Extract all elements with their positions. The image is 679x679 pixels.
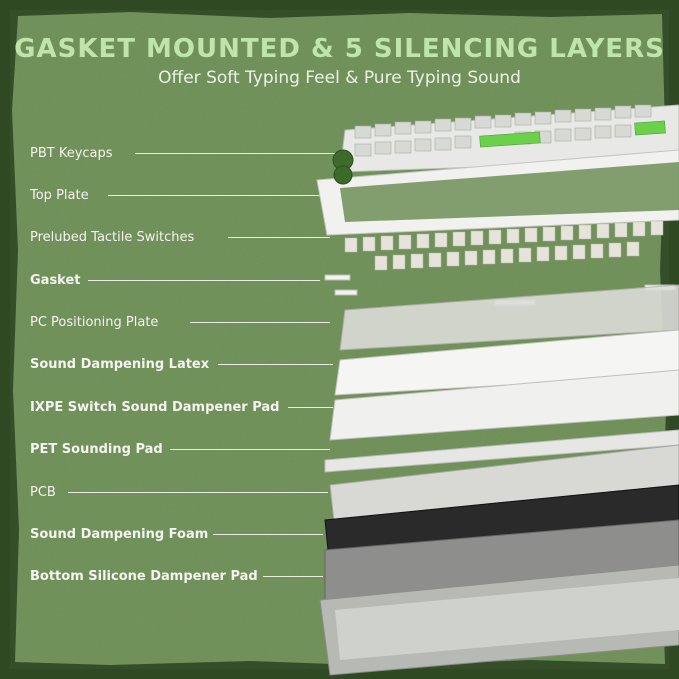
label-pcb: PCB	[30, 485, 56, 500]
label-top-plate: Top Plate	[30, 188, 89, 203]
page-title: GASKET MOUNTED & 5 SILENCING LAYERS	[14, 34, 665, 64]
label-gasket: Gasket	[30, 273, 81, 288]
leader-line	[170, 449, 330, 450]
ixpe-pad-layer	[329, 369, 679, 441]
top-plate-layer	[316, 149, 679, 236]
label-prelubed-switches: Prelubed Tactile Switches	[30, 230, 195, 245]
leader-line	[288, 407, 333, 408]
label-sound-dampening-latex: Sound Dampening Latex	[30, 357, 210, 372]
page-subtitle: Offer Soft Typing Feel & Pure Typing Sou…	[158, 68, 521, 88]
label-bottom-silicone-pad: Bottom Silicone Dampener Pad	[30, 569, 258, 584]
leader-line	[218, 364, 333, 365]
label-sound-dampening-foam: Sound Dampening Foam	[30, 527, 209, 542]
pet-pad-layer	[324, 429, 679, 473]
pcb-layer	[329, 444, 679, 531]
leader-line	[88, 280, 320, 281]
leader-line	[190, 322, 330, 323]
label-pc-positioning-plate: PC Positioning Plate	[30, 315, 159, 330]
label-pbt-keycaps: PBT Keycaps	[30, 146, 113, 161]
pc-plate-layer	[339, 284, 679, 351]
leader-line	[228, 237, 330, 238]
label-ixpe-pad: IXPE Switch Sound Dampener Pad	[30, 400, 280, 415]
leader-line	[108, 195, 328, 196]
keycaps-layer	[332, 104, 679, 173]
switches-layer	[344, 220, 664, 271]
label-pet-sounding-pad: PET Sounding Pad	[30, 442, 163, 457]
leader-line	[135, 153, 335, 154]
leader-line	[213, 534, 323, 535]
leader-line	[68, 492, 328, 493]
exploded-keyboard-illustration	[316, 104, 679, 676]
leader-line	[263, 576, 323, 577]
silicone-pad-layer	[324, 519, 679, 601]
